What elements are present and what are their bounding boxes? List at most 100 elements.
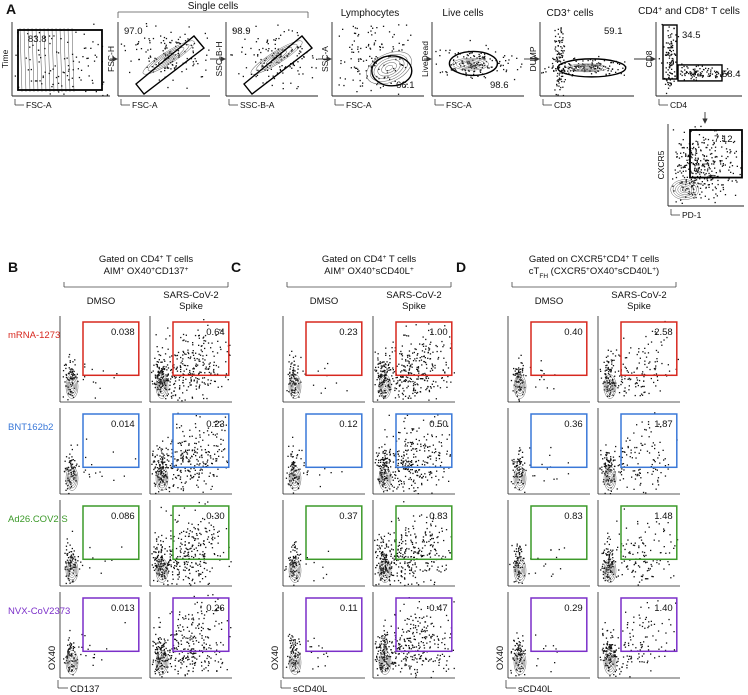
event-dot [160, 470, 162, 472]
event-dot [266, 41, 268, 43]
event-dot [404, 475, 407, 478]
event-dot [428, 569, 430, 571]
event-dot [414, 448, 416, 450]
event-dot [410, 541, 413, 543]
event-dot [410, 550, 413, 552]
event-dot [377, 359, 379, 361]
event-dot [287, 373, 289, 376]
event-dot [433, 561, 435, 563]
event-dot [67, 577, 70, 580]
contour-line [66, 468, 78, 489]
event-dot [203, 518, 206, 521]
event-dot [138, 58, 140, 61]
event-dot [72, 646, 74, 648]
event-dot [159, 465, 161, 467]
event-dot [34, 36, 36, 38]
event-dot [160, 478, 162, 480]
event-dot [394, 477, 396, 479]
event-dot [180, 336, 182, 339]
event-dot [169, 663, 171, 665]
event-dot [165, 566, 167, 568]
event-dot [159, 637, 161, 639]
event-dot [505, 70, 507, 73]
event-dot [183, 561, 185, 563]
event-dot [400, 64, 403, 66]
contour-line [160, 383, 164, 390]
event-dot [145, 23, 148, 25]
event-dot [183, 385, 185, 387]
event-dot [201, 469, 203, 471]
event-dot [581, 65, 583, 67]
event-dot [491, 66, 493, 68]
event-dot [30, 80, 33, 82]
event-dot [209, 628, 211, 631]
gate-value: 59.1 [604, 26, 623, 37]
event-dot [71, 379, 73, 381]
event-dot [158, 385, 161, 387]
event-dot [421, 463, 423, 466]
event-dot [182, 354, 184, 356]
event-dot [163, 368, 166, 370]
event-dot [90, 47, 92, 49]
event-dot [402, 365, 405, 367]
event-dot [154, 485, 156, 487]
event-dot [722, 163, 724, 165]
event-dot [166, 459, 168, 461]
event-dot [71, 653, 73, 655]
event-dot [102, 94, 104, 97]
contour-line [291, 471, 299, 486]
event-dot [466, 60, 468, 62]
event-dot [72, 459, 74, 461]
event-dot [378, 390, 381, 392]
event-dot [386, 465, 388, 467]
event-dot [622, 67, 624, 69]
gate-frequency: 0.50 [429, 419, 448, 430]
event-dot [383, 364, 385, 366]
contour-line [293, 475, 297, 482]
event-dot [382, 575, 385, 577]
event-dot [154, 376, 157, 378]
event-dot [184, 482, 186, 484]
event-dot [573, 68, 575, 70]
event-dot [100, 572, 102, 574]
event-dot [169, 384, 171, 386]
event-dot [196, 458, 198, 461]
x-axis-label: CD3 [554, 100, 571, 110]
event-dot [374, 369, 376, 371]
event-dot [390, 383, 393, 386]
event-dot [257, 69, 259, 71]
event-dot [84, 366, 86, 368]
event-dot [169, 559, 171, 561]
contour-line [289, 560, 301, 581]
event-dot [299, 66, 301, 69]
event-dot [175, 41, 177, 43]
event-dot [562, 55, 564, 57]
event-dot [385, 366, 387, 368]
event-dot [390, 82, 392, 84]
event-dot [198, 618, 200, 620]
event-dot [338, 84, 340, 86]
event-dot [434, 554, 436, 556]
event-dot [624, 61, 626, 63]
event-dot [74, 563, 76, 566]
event-dot [210, 372, 212, 374]
gate-frequency: 0.37 [339, 511, 358, 522]
event-dot [155, 653, 157, 655]
event-dot [81, 633, 83, 636]
event-dot [201, 612, 203, 615]
event-dot [200, 543, 202, 546]
event-dot [190, 635, 192, 637]
event-dot [700, 169, 702, 171]
event-dot [695, 196, 697, 199]
event-dot [173, 375, 175, 378]
event-dot [385, 461, 387, 463]
event-dot [157, 473, 159, 475]
event-dot [435, 459, 437, 462]
event-dot [195, 415, 197, 417]
event-dot [390, 474, 392, 476]
event-dot [700, 197, 702, 199]
event-dot [384, 580, 386, 582]
event-dot [401, 375, 403, 377]
event-dot [92, 557, 94, 559]
event-dot [49, 70, 52, 72]
